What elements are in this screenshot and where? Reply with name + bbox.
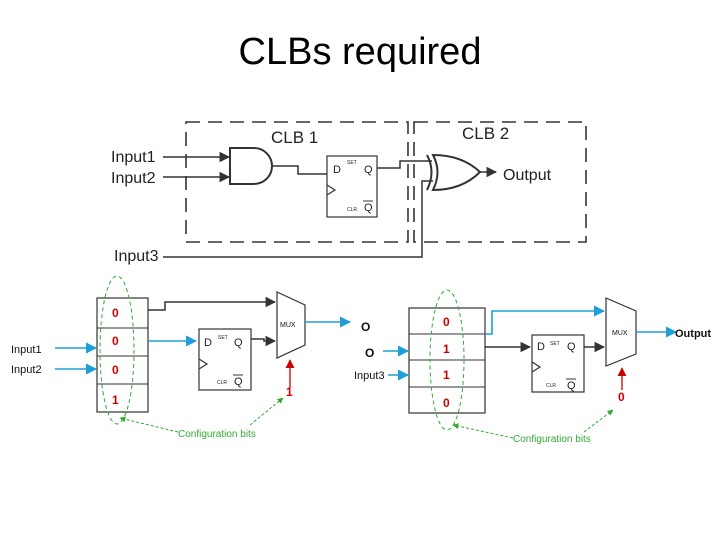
top-input3-label: Input3 xyxy=(114,248,159,265)
and-gate xyxy=(229,147,273,185)
config-bits-highlight xyxy=(99,275,135,425)
config-bit: 0 xyxy=(112,334,119,348)
config-bit: 0 xyxy=(443,315,450,329)
ff-qbar-label: Q xyxy=(364,202,373,214)
clock-icon xyxy=(198,358,209,370)
ff-qbar-label: Q xyxy=(567,380,576,392)
bl-mux xyxy=(276,291,306,359)
br-config-pointer-left xyxy=(452,423,514,439)
top-input3-wire xyxy=(163,180,433,258)
and-to-ff-wire xyxy=(272,165,327,175)
br-config-bits-label: Configuration bits xyxy=(513,434,591,445)
bl-config-pointer-left xyxy=(119,416,179,433)
clb1-boundary xyxy=(185,121,409,243)
br-lut-to-mux-wire xyxy=(485,305,606,335)
bottom-left-clb: 0 0 0 1 Input1 Input2 D Q Q SET CLR MUX xyxy=(11,275,370,440)
config-bit: 0 xyxy=(443,396,450,410)
br-input-o-label: O xyxy=(365,346,374,360)
ff-q-label: Q xyxy=(567,341,576,353)
clb2-boundary xyxy=(413,121,587,243)
config-bit: 1 xyxy=(112,393,119,407)
ff-d-label: D xyxy=(537,341,545,353)
clock-icon xyxy=(326,184,337,196)
config-bit: 1 xyxy=(443,368,450,382)
ff-to-xor-wire xyxy=(377,160,432,169)
top-input2-label: Input2 xyxy=(111,170,156,187)
top-flip-flop: D Q Q SET CLR xyxy=(326,155,378,218)
br-mux-select-bit: 0 xyxy=(618,390,625,404)
clb2-label: CLB 2 xyxy=(462,124,509,143)
br-mux-label: MUX xyxy=(612,330,628,337)
top-circuit: CLB 1 CLB 2 Input1 Input2 Input3 D Q Q S… xyxy=(111,121,587,265)
config-bits-highlight xyxy=(429,289,465,431)
config-bit: 0 xyxy=(112,363,119,377)
config-bit: 0 xyxy=(112,306,119,320)
ff-qbar-label: Q xyxy=(234,376,243,388)
ff-set-label: SET xyxy=(218,335,228,341)
br-input3-label: Input3 xyxy=(354,370,385,382)
clb1-label: CLB 1 xyxy=(271,128,318,147)
bl-config-pointer-right xyxy=(249,397,284,426)
bottom-right-clb: 0 1 1 0 O Input3 D Q Q SET CLR MUX xyxy=(354,289,711,445)
clock-icon xyxy=(531,361,542,373)
ff-set-label: SET xyxy=(347,160,357,166)
page-title: CLBs required xyxy=(239,31,482,73)
config-bit: 1 xyxy=(443,342,450,356)
ff-d-label: D xyxy=(204,337,212,349)
bl-input2-label: Input2 xyxy=(11,364,42,376)
ff-clr-label: CLR xyxy=(546,383,556,389)
top-input1-label: Input1 xyxy=(111,149,156,166)
xor-gate xyxy=(431,153,482,192)
bl-input1-label: Input1 xyxy=(11,344,42,356)
xor-input-arc xyxy=(426,154,433,191)
ff-clr-label: CLR xyxy=(347,207,357,213)
config-memory-left xyxy=(96,297,149,413)
bl-ff-to-mux-wire xyxy=(251,335,277,347)
ff-d-label: D xyxy=(333,164,341,176)
bl-output-label: O xyxy=(361,320,370,334)
bl-mux-select-bit: 1 xyxy=(286,385,293,399)
ff-q-label: Q xyxy=(364,164,373,176)
ff-set-label: SET xyxy=(550,341,560,347)
ff-clr-label: CLR xyxy=(217,380,227,386)
br-output-label: Output xyxy=(675,328,711,340)
br-flip-flop: D Q Q SET CLR xyxy=(531,334,585,393)
ff-q-label: Q xyxy=(234,337,243,349)
br-config-pointer-right xyxy=(583,409,614,433)
bl-mux-label: MUX xyxy=(280,322,296,329)
bl-flip-flop: D Q Q SET CLR xyxy=(198,328,252,391)
top-output-label: Output xyxy=(503,167,552,184)
bl-lut-to-mux-wire xyxy=(148,296,277,311)
br-mux xyxy=(605,297,637,367)
bl-config-bits-label: Configuration bits xyxy=(178,429,256,440)
